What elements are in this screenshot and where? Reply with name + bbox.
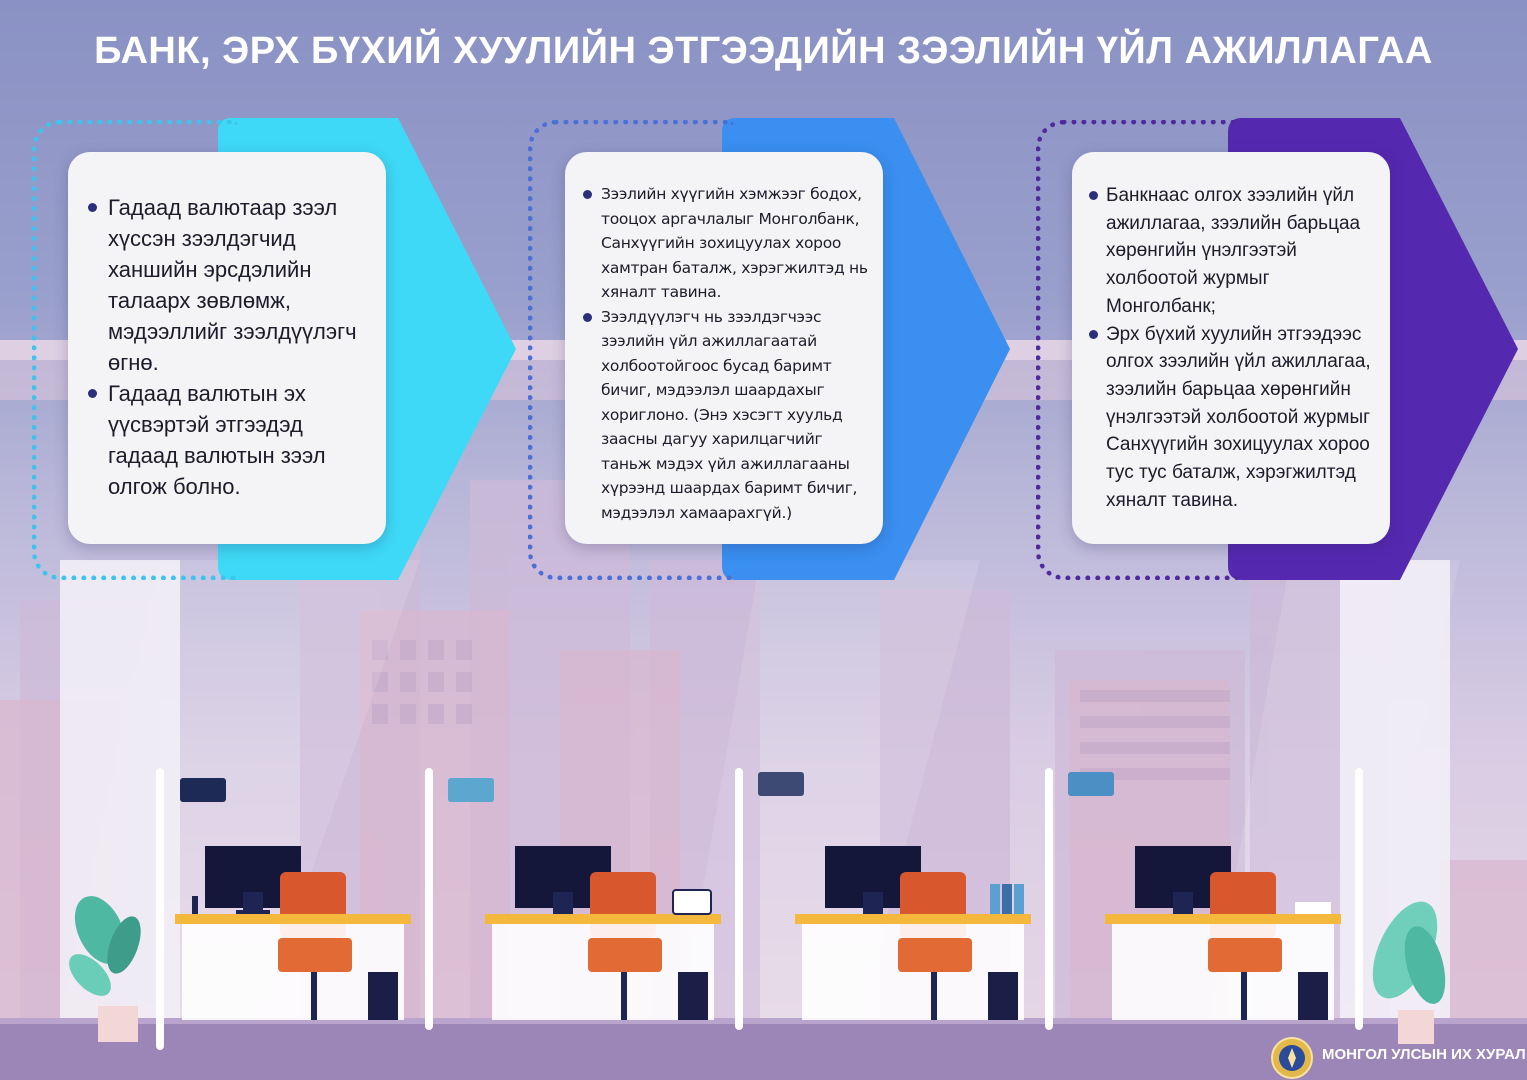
desk-workstation xyxy=(175,846,411,1020)
bullet-item: Гадаад валютын эх үүсвэртэй этгээдэд гад… xyxy=(88,378,372,502)
dotted-outline-1 xyxy=(32,120,237,580)
plant-left xyxy=(69,896,141,1042)
bullet-dot-icon xyxy=(88,203,97,212)
bullet-dot-icon xyxy=(583,312,592,322)
bullet-text: Банкнаас олгох зээлийн үйл ажиллагаа, зэ… xyxy=(1106,185,1361,317)
page-title: БАНК, ЭРХ БҮХИЙ ХУУЛИЙН ЭТГЭЭДИЙН ЗЭЭЛИЙ… xyxy=(94,30,1433,72)
bullet-text: Гадаад валютаар зээл хүссэн зээлдэгчид х… xyxy=(108,195,357,375)
bullet-item: Зээлийн хүүгийн хэмжээг бодох, тооцох ар… xyxy=(583,182,869,305)
partition-poles xyxy=(156,768,1363,1050)
footer-org-name: МОНГОЛ УЛСЫН ИХ ХУРАЛ xyxy=(1322,1046,1526,1063)
desk-workstation xyxy=(795,846,1031,1020)
desk-workstation xyxy=(1105,846,1341,1020)
bullet-text: Зээлийн хүүгийн хэмжээг бодох, тооцох ар… xyxy=(601,185,868,301)
bullet-list: Банкнаас олгох зээлийн үйл ажиллагаа, зэ… xyxy=(1089,182,1382,515)
bullet-list: Гадаад валютаар зээл хүссэн зээлдэгчид х… xyxy=(88,192,372,502)
bullet-text: Гадаад валютын эх үүсвэртэй этгээдэд гад… xyxy=(108,381,326,499)
desk-workstation xyxy=(485,846,721,1020)
info-card-1: Гадаад валютаар зээл хүссэн зээлдэгчид х… xyxy=(68,152,386,544)
bullet-list: Зээлийн хүүгийн хэмжээг бодох, тооцох ар… xyxy=(583,182,869,526)
dotted-outline-3 xyxy=(1036,120,1241,580)
bullet-item: Банкнаас олгох зээлийн үйл ажиллагаа, зэ… xyxy=(1089,182,1382,321)
plant-right xyxy=(1372,901,1446,1044)
info-card-3: Банкнаас олгох зээлийн үйл ажиллагаа, зэ… xyxy=(1072,152,1390,544)
bullet-dot-icon xyxy=(1089,329,1098,339)
bullet-item: Эрх бүхий хуулийн этгээдээс олгох зээлий… xyxy=(1089,321,1382,515)
dotted-outline-2 xyxy=(528,120,733,580)
bullet-item: Гадаад валютаар зээл хүссэн зээлдэгчид х… xyxy=(88,192,372,378)
bullet-dot-icon xyxy=(1089,191,1098,200)
bullet-text: Зээлдүүлэгч нь зээлдэгчээс зээлийн үйл а… xyxy=(601,307,858,522)
parliament-emblem-icon xyxy=(1271,1037,1313,1079)
bullet-dot-icon xyxy=(583,190,592,199)
bullet-item: Зээлдүүлэгч нь зээлдэгчээс зээлийн үйл а… xyxy=(583,305,869,526)
info-card-2: Зээлийн хүүгийн хэмжээг бодох, тооцох ар… xyxy=(565,152,883,544)
bullet-text: Эрх бүхий хуулийн этгээдээс олгох зээлий… xyxy=(1106,323,1371,511)
bullet-dot-icon xyxy=(88,389,97,398)
